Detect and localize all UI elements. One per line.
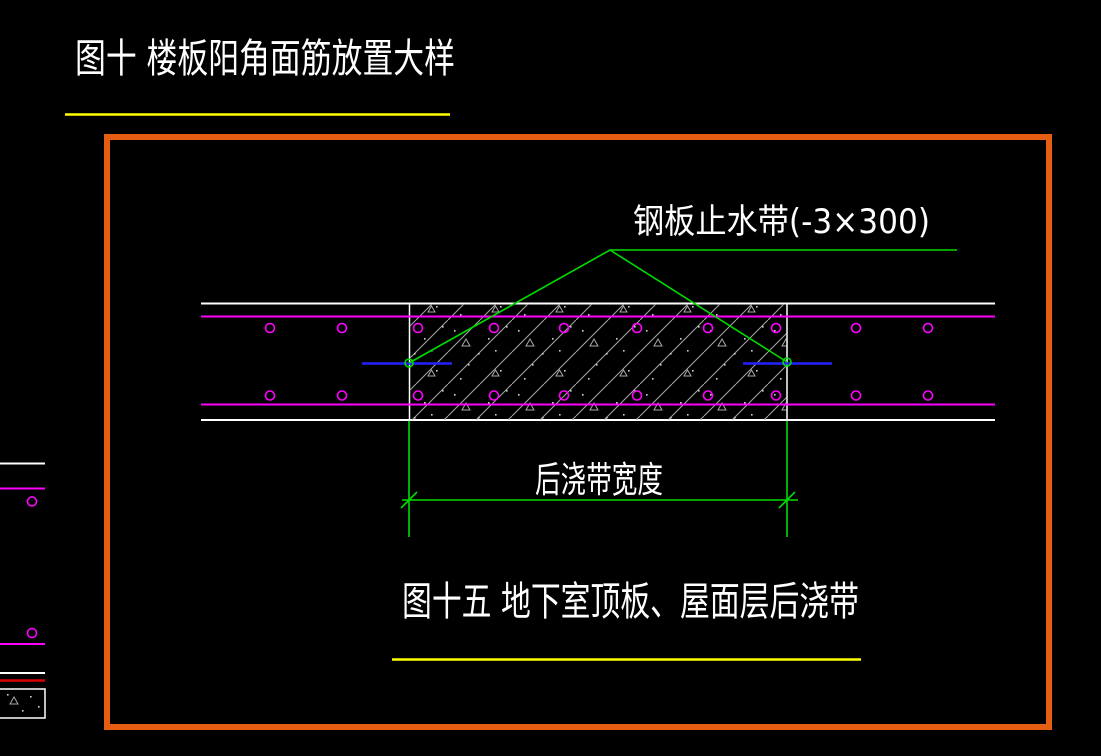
slab-outline-group bbox=[201, 302, 995, 421]
rebar-circle bbox=[702, 390, 714, 401]
rebar-circle bbox=[702, 322, 714, 334]
orange-frame-border bbox=[104, 134, 1052, 730]
left-edge-fragments bbox=[0, 462, 46, 719]
fragment-rebar-circle bbox=[26, 496, 38, 507]
rebar-circle bbox=[850, 390, 862, 401]
annotation-text-group: 钢板止水带(-3×300) 后浇带宽度 图十五 地下室顶板、屋面层后浇带 bbox=[402, 202, 930, 625]
rebar-circle bbox=[336, 390, 348, 401]
rebar-circle bbox=[412, 390, 424, 401]
rebar-circle bbox=[558, 390, 570, 401]
leader-node-right bbox=[782, 357, 792, 367]
rebar-circle bbox=[850, 322, 862, 334]
rebar-circle bbox=[488, 390, 500, 401]
dimension-tick-right bbox=[778, 491, 796, 509]
leader-node-left bbox=[404, 358, 414, 368]
rebar-circle bbox=[770, 390, 782, 401]
dimension-group bbox=[400, 421, 798, 537]
dimension-tick-left bbox=[400, 491, 418, 509]
post-cast-strip-hatch-area bbox=[410, 304, 787, 420]
figure15-caption: 图十五 地下室顶板、屋面层后浇带 bbox=[402, 579, 859, 625]
rebar-circle bbox=[631, 390, 643, 401]
leader-group bbox=[404, 249, 957, 368]
rebar-circle bbox=[922, 322, 934, 334]
title-underlines bbox=[65, 113, 861, 661]
dimension-label: 后浇带宽度 bbox=[535, 460, 663, 501]
bottom-rebar-circles bbox=[264, 390, 934, 401]
rebar-circle bbox=[336, 322, 348, 334]
rebar-group bbox=[201, 315, 995, 406]
fragment-concrete-texture bbox=[7, 694, 40, 712]
figure10-title: 图十 楼板阳角面筋放置大样 bbox=[75, 36, 455, 82]
rebar-circle bbox=[770, 322, 782, 334]
waterstop-label: 钢板止水带(-3×300) bbox=[633, 202, 930, 242]
rebar-circle bbox=[631, 322, 643, 334]
top-title-group: 图十 楼板阳角面筋放置大样 bbox=[75, 36, 455, 82]
rebar-circle bbox=[412, 322, 424, 334]
rebar-circle bbox=[488, 322, 500, 334]
rebar-circle bbox=[558, 322, 570, 334]
rebar-circle bbox=[922, 390, 934, 401]
rebar-circle bbox=[264, 390, 276, 401]
fragment-concrete-box bbox=[0, 688, 46, 719]
fragment-rebar-circle bbox=[26, 627, 38, 639]
rebar-circle bbox=[264, 322, 276, 334]
top-rebar-circles bbox=[264, 322, 934, 334]
